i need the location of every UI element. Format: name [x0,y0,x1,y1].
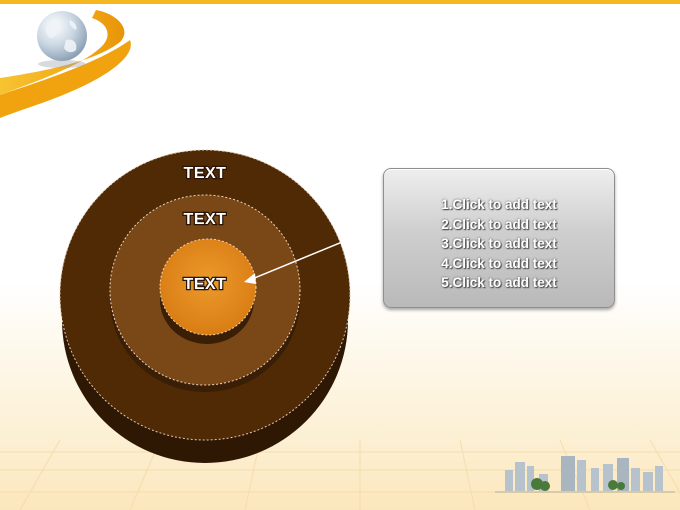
outer-ring-label: TEXT [184,165,227,182]
globe-shadow [38,60,86,68]
connector-arrow [251,223,387,280]
inner-disk [159,238,257,336]
callout-item[interactable]: 5.Click to add text [441,275,557,290]
ribbon-shape [0,10,125,95]
top-accent-line [0,0,680,4]
arrow-head-icon [244,273,256,284]
text-callout-box[interactable]: 1.Click to add text 2.Click to add text … [383,168,615,308]
ribbon-lower [0,40,131,118]
callout-item[interactable]: 4.Click to add text [441,255,557,271]
callout-item[interactable]: 3.Click to add text [441,236,557,251]
callout-item[interactable]: 1.Click to add text [441,197,557,212]
callout-item[interactable]: 2.Click to add text [441,216,557,232]
city-skyline-image [495,456,675,493]
middle-ring-label: TEXT [184,211,227,228]
inner-disk-label: TEXT [184,276,227,293]
